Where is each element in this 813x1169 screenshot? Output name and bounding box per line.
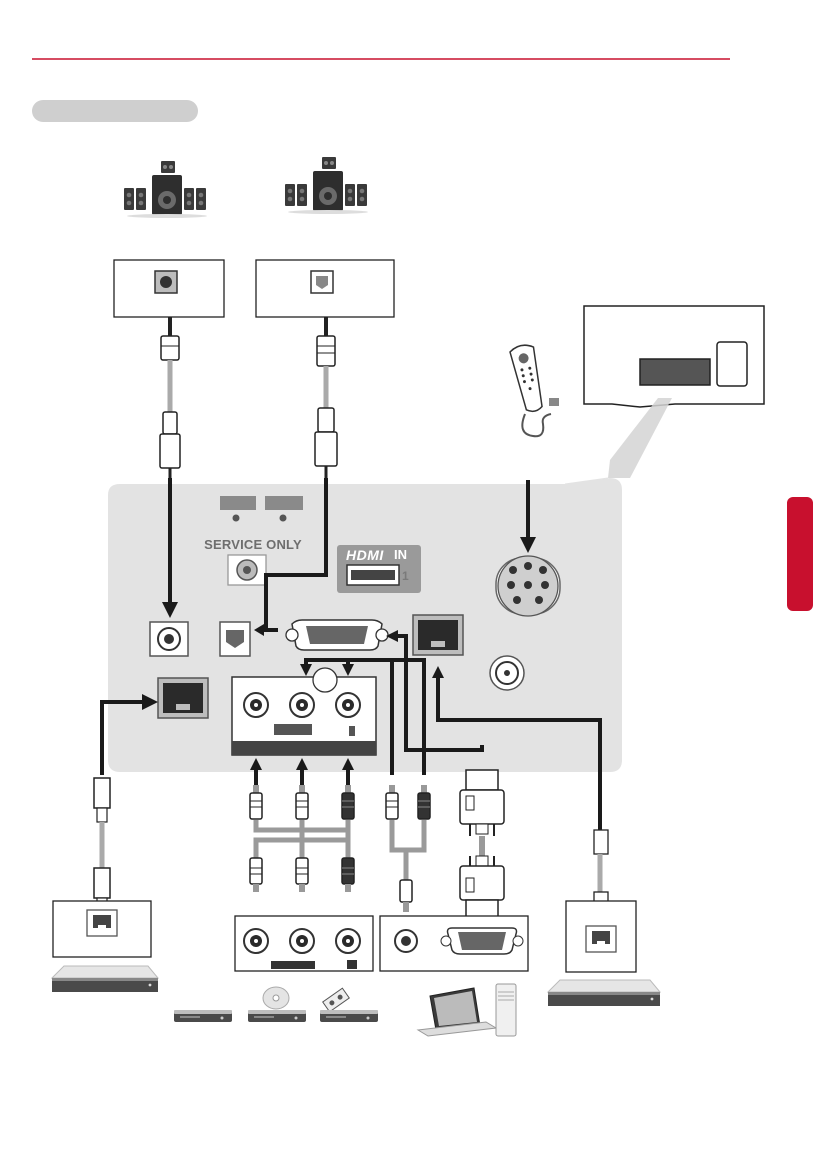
pc-rgb-out-port — [441, 928, 523, 954]
speaker-set-right — [285, 157, 368, 214]
hdmi-logo-text: HDMI — [346, 547, 384, 563]
vcr-icon — [320, 988, 378, 1022]
section-pill — [32, 100, 198, 122]
motion-remote-icon — [509, 343, 546, 414]
lan-port-left — [158, 678, 208, 718]
coaxial-cable — [160, 317, 180, 478]
speaker-set-left — [124, 161, 207, 218]
service-only-label: SERVICE ONLY — [198, 537, 308, 552]
desktop-tower-icon — [496, 984, 516, 1036]
disc-player-icon — [248, 987, 306, 1022]
vga-plug-upper — [460, 770, 504, 836]
hdmi-port-number: 1 — [402, 569, 409, 583]
optical-cable — [315, 317, 337, 478]
network-router-icon-right — [548, 980, 660, 1006]
vga-plug-lower — [460, 856, 504, 918]
language-side-tab — [787, 497, 813, 611]
network-router-icon — [52, 966, 158, 992]
lan-port — [413, 615, 463, 655]
laptop-icon — [418, 988, 496, 1036]
hdmi-in-label: IN — [394, 547, 407, 562]
dvd-player-icon — [174, 1010, 232, 1022]
rgb-in-port — [286, 620, 388, 650]
